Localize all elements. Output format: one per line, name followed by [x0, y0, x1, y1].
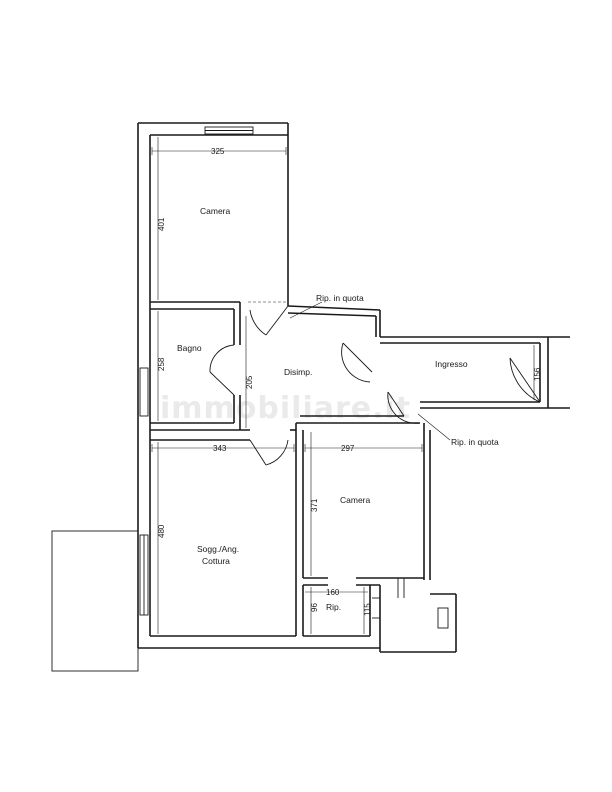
doors — [209, 305, 541, 466]
room-label-ripostiglio: Rip. — [326, 602, 341, 612]
exterior-walls — [137, 122, 380, 649]
dim-rip-width: 160 — [326, 588, 340, 597]
dim-rip-depth-1: 96 — [310, 603, 319, 612]
dim-soggiorno-width: 343 — [213, 444, 227, 453]
room-label-cottura: Cottura — [202, 556, 230, 566]
room-label-soggiorno: Sogg./Ang. — [197, 544, 239, 554]
dim-camera-1-depth: 401 — [157, 217, 166, 231]
room-label-camera-2: Camera — [340, 495, 371, 505]
room-label-ingresso: Ingresso — [435, 359, 468, 369]
dim-bagno-depth: 258 — [157, 357, 166, 371]
note-rip-in-quota-bottom: Rip. in quota — [451, 437, 499, 447]
dim-soggiorno-depth: 480 — [157, 524, 166, 538]
dim-camera-2-depth: 371 — [310, 498, 319, 512]
room-label-camera-1: Camera — [200, 206, 231, 216]
watermark: immobiliare.it — [160, 391, 411, 426]
room-label-bagno: Bagno — [177, 343, 202, 353]
interior-walls — [150, 301, 570, 653]
dimension-lines — [151, 137, 535, 634]
note-rip-in-quota-top: Rip. in quota — [316, 293, 364, 303]
dim-ingresso-depth: 156 — [533, 367, 542, 381]
dim-disimp-width: 205 — [245, 375, 254, 389]
dim-rip-depth-2: 115 — [363, 603, 372, 616]
room-label-disimp: Disimp. — [284, 367, 312, 377]
dim-camera-1-width: 325 — [211, 147, 225, 156]
dim-camera-2-width: 297 — [341, 444, 355, 453]
balcony — [51, 530, 139, 672]
